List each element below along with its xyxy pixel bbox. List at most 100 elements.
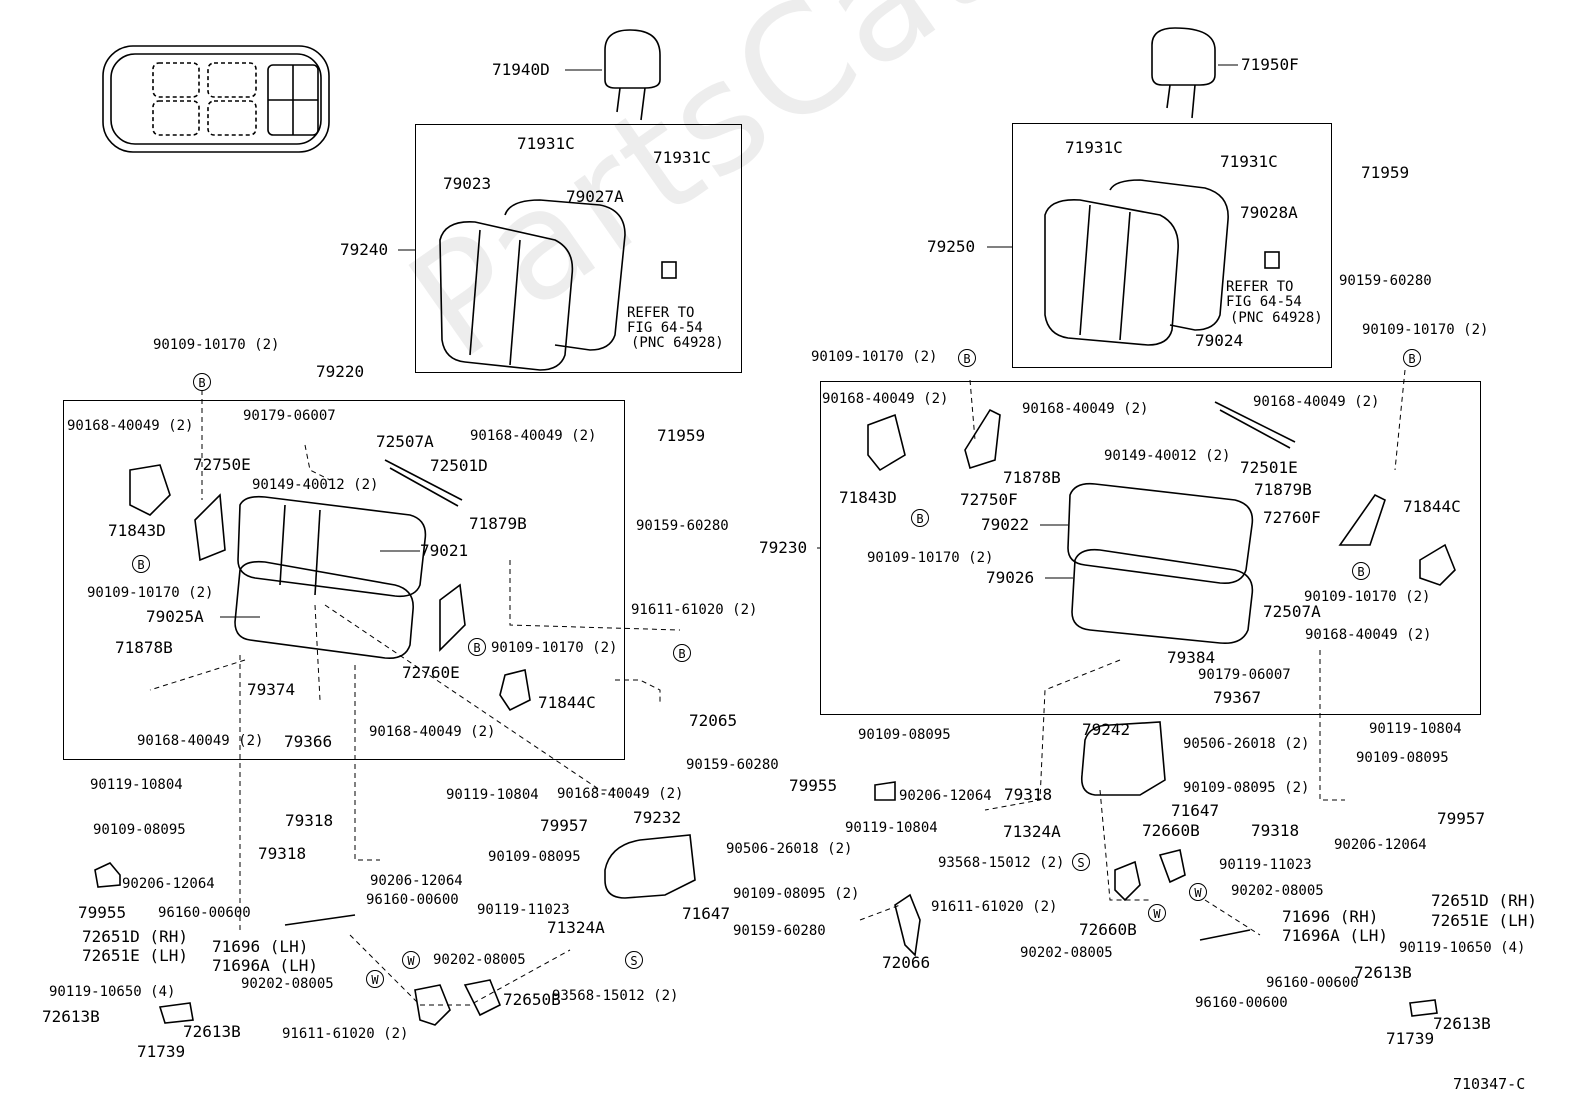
part-label: 90109-10170 (2): [153, 337, 280, 353]
part-label: 91611-61020 (2): [282, 1026, 409, 1042]
part-label: 90206-12064: [899, 788, 992, 804]
part-label: 71696A (LH): [1282, 926, 1388, 945]
part-label: 90119-10804: [90, 777, 183, 793]
part-label: 90168-40049 (2): [822, 391, 949, 407]
part-label: 90119-10650 (4): [1399, 940, 1526, 956]
part-label: 96160-00600: [1195, 995, 1288, 1011]
marker-b: B: [132, 555, 150, 573]
marker-w: W: [366, 970, 384, 988]
part-label: 79318: [1251, 821, 1300, 840]
refer-note-right-2: FIG 64-54: [1226, 294, 1302, 310]
part-label: 71696A (LH): [212, 956, 318, 975]
part-label: 72651D (RH): [1431, 891, 1537, 910]
part-label: 96160-00600: [1266, 975, 1359, 991]
part-label: 90506-26018 (2): [726, 841, 853, 857]
part-label: 79025A: [146, 607, 204, 626]
marker-w: W: [402, 951, 420, 969]
part-label: 90506-26018 (2): [1183, 736, 1310, 752]
part-label: 90119-10804: [1369, 721, 1462, 737]
part-label: 79955: [78, 903, 127, 922]
part-label: 71696 (LH): [212, 937, 309, 956]
part-label: 93568-15012 (2): [938, 855, 1065, 871]
part-label: 90119-11023: [1219, 857, 1312, 873]
part-label: 72750F: [960, 490, 1018, 509]
seat-left: [129, 459, 531, 712]
part-label: 71739: [137, 1042, 186, 1061]
refer-note-right-1: REFER TO: [1226, 279, 1294, 295]
part-label: 79955: [789, 776, 838, 795]
part-label: 71324A: [1003, 822, 1061, 841]
part-label: 79021: [420, 541, 469, 560]
part-label: 90149-40012 (2): [252, 477, 379, 493]
part-label: 72613B: [42, 1007, 100, 1026]
part-label: 90179-06007: [1198, 667, 1291, 683]
part-label: 71940D: [492, 60, 550, 79]
part-label: 90202-08005: [1231, 883, 1324, 899]
part-label: 96160-00600: [158, 905, 251, 921]
part-label: 71844C: [1403, 497, 1461, 516]
part-label: 71931C: [517, 134, 575, 153]
marker-s: S: [625, 951, 643, 969]
part-label: 79232: [633, 808, 682, 827]
marker-s: S: [1072, 853, 1090, 871]
marker-b: B: [958, 349, 976, 367]
seatback-box-right: [1012, 123, 1332, 368]
part-label: 72660B: [1079, 920, 1137, 939]
part-label: 90119-10804: [845, 820, 938, 836]
part-label: 79028A: [1240, 203, 1298, 222]
part-label: 90168-40049 (2): [1253, 394, 1380, 410]
part-label: 71931C: [653, 148, 711, 167]
part-label: 90202-08005: [241, 976, 334, 992]
part-label: 90109-10170 (2): [1304, 589, 1431, 605]
marker-b: B: [911, 509, 929, 527]
seat-right: [867, 401, 1456, 645]
seatback-right: [1044, 179, 1280, 346]
marker-b: B: [193, 373, 211, 391]
part-label: 90168-40049 (2): [1305, 627, 1432, 643]
part-label: 90149-40012 (2): [1104, 448, 1231, 464]
part-label: 90119-11023: [477, 902, 570, 918]
seat-box-left: [63, 400, 625, 760]
part-label: 90168-40049 (2): [67, 418, 194, 434]
marker-b: B: [468, 638, 486, 656]
part-label: 79023: [443, 174, 492, 193]
refer-note-left-3: (PNC 64928): [631, 335, 724, 351]
part-label: 71647: [1171, 801, 1220, 820]
part-label: 72507A: [376, 432, 434, 451]
lower-parts-right: [1080, 721, 1438, 1017]
part-label: 72613B: [1433, 1014, 1491, 1033]
part-label: 72613B: [1354, 963, 1412, 982]
part-label: 71843D: [108, 521, 166, 540]
part-label: 72651D (RH): [82, 927, 188, 946]
part-label: 79250: [927, 237, 976, 256]
part-label: 79366: [284, 732, 333, 751]
part-label: 90168-40049 (2): [470, 428, 597, 444]
part-label: 71879B: [1254, 480, 1312, 499]
refer-note-right-3: (PNC 64928): [1230, 310, 1323, 326]
part-label: 90202-08005: [1020, 945, 1113, 961]
part-label: 90159-60280: [733, 923, 826, 939]
part-label: 71843D: [839, 488, 897, 507]
part-label: 90109-08095 (2): [1183, 780, 1310, 796]
part-label: 90159-60280: [686, 757, 779, 773]
part-label: 90168-40049 (2): [137, 733, 264, 749]
part-label: 72065: [689, 711, 738, 730]
part-label: 90168-40049 (2): [1022, 401, 1149, 417]
part-label: 71879B: [469, 514, 527, 533]
part-label: 79027A: [566, 187, 624, 206]
part-label: 90109-10170 (2): [1362, 322, 1489, 338]
part-label: 90109-10170 (2): [811, 349, 938, 365]
part-label: 79384: [1167, 648, 1216, 667]
marker-b: B: [1352, 562, 1370, 580]
part-label: 71931C: [1220, 152, 1278, 171]
part-label: 90109-10170 (2): [87, 585, 214, 601]
part-label: 90206-12064: [1334, 837, 1427, 853]
part-label: 72651E (LH): [82, 946, 188, 965]
part-label: 90109-08095 (2): [733, 886, 860, 902]
vehicle-layout-icon: [102, 45, 330, 153]
part-label: 72651E (LH): [1431, 911, 1537, 930]
part-label: 90159-60280: [636, 518, 729, 534]
marker-b: B: [673, 644, 691, 662]
part-label: 79024: [1195, 331, 1244, 350]
